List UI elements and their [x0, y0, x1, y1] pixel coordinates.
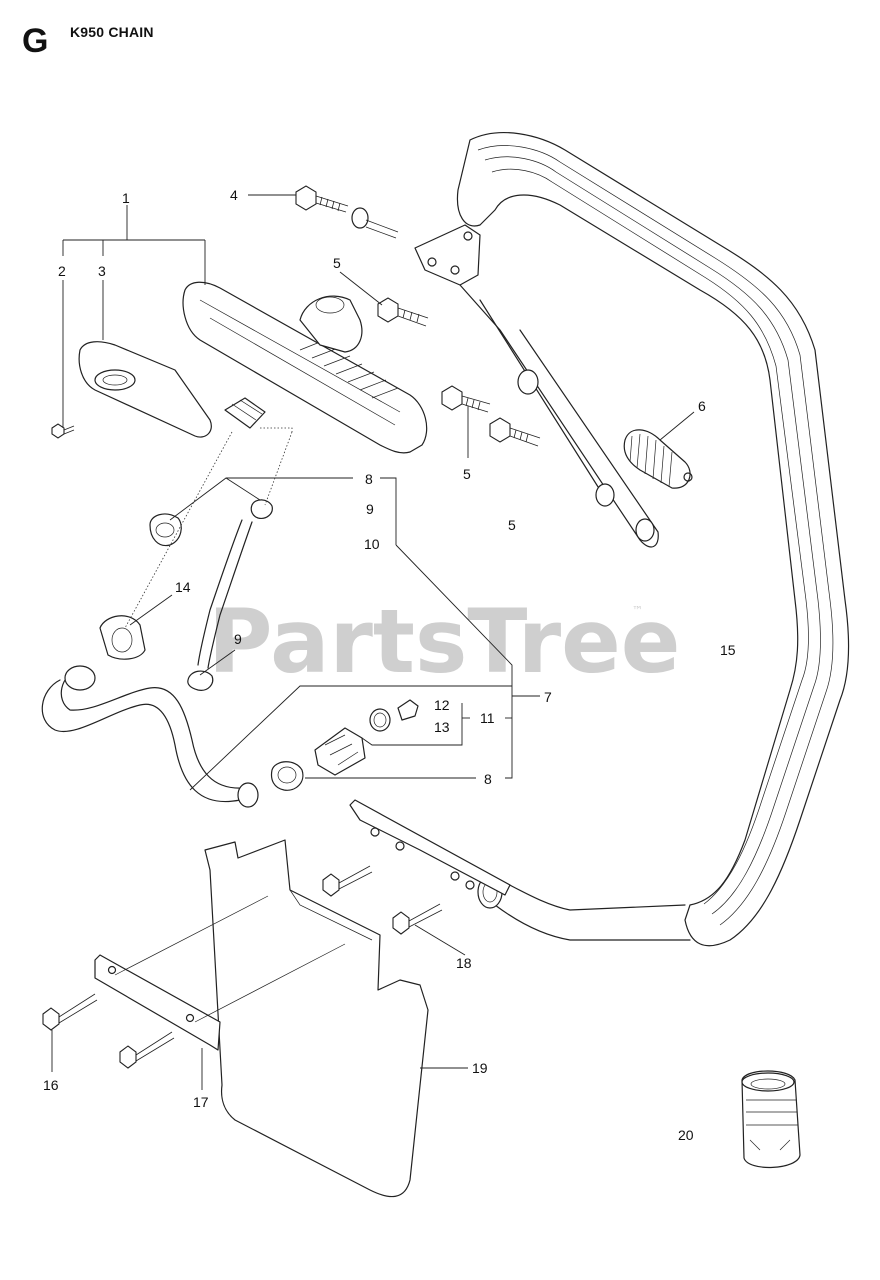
section-letter: G: [22, 22, 49, 60]
callout-19: 19: [472, 1060, 488, 1076]
callout-9-lower: 9: [234, 631, 242, 647]
valve-assembly: [270, 699, 419, 791]
bolt-5-mid: [441, 385, 491, 413]
front-handle-assembly: [51, 281, 428, 454]
leader-lines: [51, 194, 695, 1090]
water-hoses: [41, 499, 273, 808]
callout-4: 4: [230, 187, 238, 203]
diagram-title: K950 CHAIN: [70, 24, 154, 40]
fitting-20: [741, 1070, 801, 1169]
callout-11: 11: [480, 710, 495, 726]
callout-2: 2: [58, 263, 66, 279]
callout-18: 18: [456, 955, 472, 971]
callout-8-lower: 8: [484, 771, 492, 787]
damper-6: [623, 429, 693, 489]
callout-9-upper: 9: [366, 501, 374, 517]
callout-16: 16: [43, 1077, 59, 1093]
callout-8-upper: 8: [365, 471, 373, 487]
callout-5-low: 5: [508, 517, 516, 533]
watermark-trademark: ™: [632, 604, 643, 617]
callout-14: 14: [175, 579, 191, 595]
handle-bar: [414, 131, 850, 947]
callout-5-mid: 5: [463, 466, 471, 482]
callout-7: 7: [544, 689, 552, 705]
callout-1: 1: [122, 190, 130, 206]
callout-12: 12: [434, 697, 450, 713]
callout-6: 6: [698, 398, 706, 414]
bolt-4: [295, 185, 399, 239]
bolt-5-top: [377, 297, 429, 327]
callout-3: 3: [98, 263, 106, 279]
splash-guard-assembly: [42, 799, 511, 1198]
callout-13: 13: [434, 719, 450, 735]
callout-15: 15: [720, 642, 736, 658]
callout-17: 17: [193, 1094, 209, 1110]
callout-10: 10: [364, 536, 380, 552]
watermark-text: PartsTree: [208, 590, 680, 693]
callout-20: 20: [678, 1127, 694, 1143]
bolt-5-low: [489, 417, 541, 447]
callout-5-top: 5: [333, 255, 341, 271]
callout-labels: 1 2 3 4 5 5 5 6 7 8 8 9 9 10 11 12 13 14…: [43, 187, 736, 1143]
